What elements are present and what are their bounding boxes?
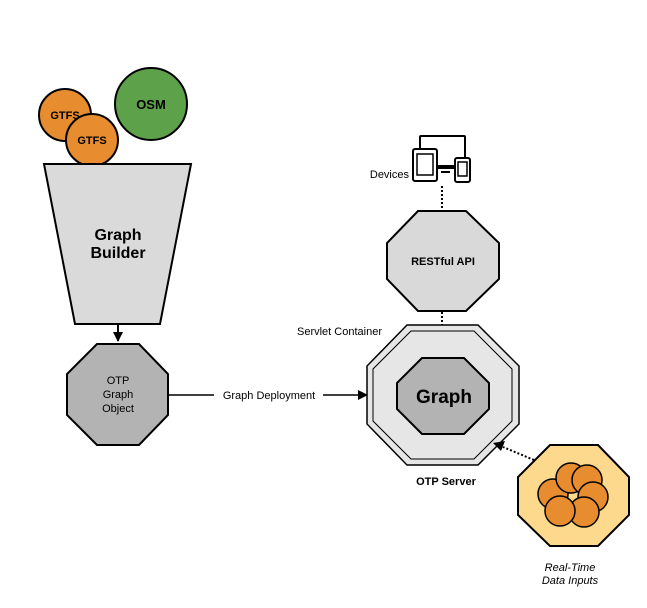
graph-deployment-label: Graph Deployment [223,390,315,402]
svg-text:OSM: OSM [136,97,166,112]
graph-octagon: Graph [396,357,490,435]
otp-graph-object-octagon: OTP Graph Object [66,343,169,446]
restful-api-octagon: RESTful API [386,210,500,312]
graph-builder-label-line1: Graph [94,227,141,244]
devices-icon [412,135,471,183]
graph-builder-funnel: Graph Builder [42,163,193,325]
svg-text:GTFS: GTFS [77,135,106,147]
realtime-to-server-connector [502,446,535,461]
graph-builder-label-line2: Builder [90,245,145,262]
servlet-container-label: Servlet Container [297,326,382,338]
otp-graph-object-line2: Graph [103,389,134,401]
realtime-octagon [517,444,630,547]
realtime-label-line1: Real-Time [545,562,596,574]
realtime-arrowhead [493,441,505,451]
otp-graph-object-line1: OTP [107,375,130,387]
restful-api-label: RESTful API [411,256,475,268]
realtime-circles-cluster [537,462,609,528]
otp-graph-object-line3: Object [102,403,134,415]
otp-server-label: OTP Server [416,476,476,488]
osm-circle: OSM [114,67,188,141]
svg-text:GTFS: GTFS [50,110,79,122]
realtime-label-line2: Data Inputs [542,575,599,587]
gtfs-circle-bottom: GTFS [65,113,119,167]
devices-label: Devices [370,169,410,181]
graph-label: Graph [416,387,472,408]
